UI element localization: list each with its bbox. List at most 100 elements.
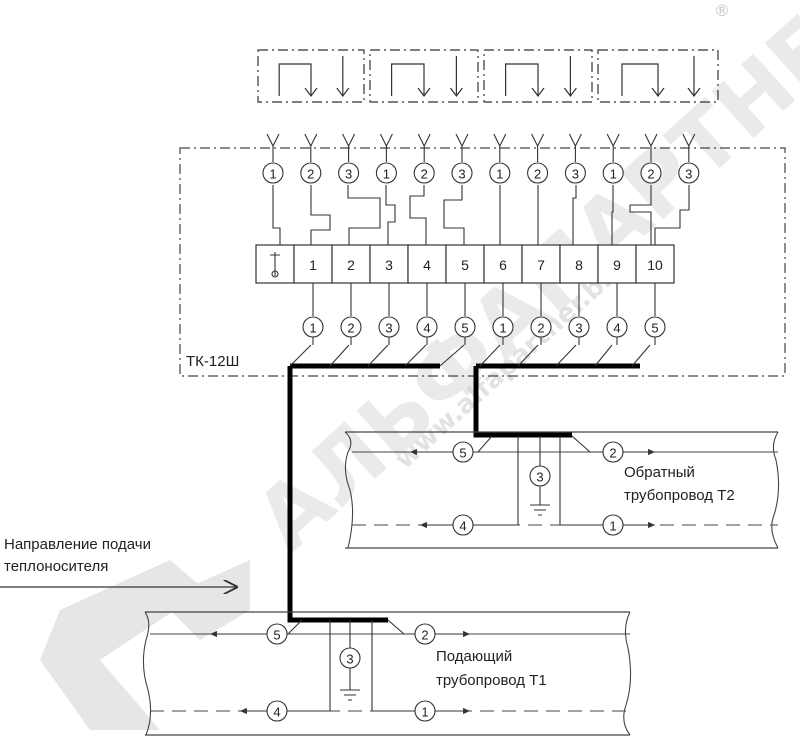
terminal-cell: 7: [521, 244, 561, 284]
svg-text:3: 3: [346, 652, 353, 667]
pipe-return-wire-5: 5: [452, 441, 474, 463]
top-connector: 3: [451, 133, 473, 184]
bottom-connector: 2: [530, 283, 552, 345]
bottom-connector: 4: [416, 283, 438, 345]
terminal-cell: 1: [293, 244, 333, 284]
pipe-return-wire-1: 1: [602, 514, 624, 536]
svg-text:4: 4: [273, 705, 280, 720]
svg-text:2: 2: [534, 167, 541, 182]
internal-wiring-top: [272, 185, 690, 245]
cable-fanout: [289, 344, 651, 367]
pipe-supply-wire-1: 1: [414, 700, 436, 722]
pipe-return-wire-3: 3: [529, 465, 551, 487]
terminal-cell: 5: [445, 244, 485, 284]
pipe-return-t2: 5 2 3 4 1 Обратный трубопровод Т2: [344, 431, 780, 549]
top-connector: 3: [678, 133, 700, 184]
box-label: ТК-12Ш: [186, 353, 239, 370]
bottom-connector: 5: [644, 283, 666, 345]
top-connector-circle: 2: [640, 162, 662, 184]
bottom-connector-circle: 4: [416, 316, 438, 338]
terminal-label: 6: [499, 257, 507, 273]
bottom-connector: 4: [606, 283, 628, 345]
terminal-cell: 2: [331, 244, 371, 284]
relay-modules: [257, 49, 719, 103]
top-connector: 2: [300, 133, 322, 184]
svg-text:4: 4: [613, 321, 620, 336]
pipe-return-label-2: трубопровод Т2: [624, 487, 735, 504]
svg-text:1: 1: [609, 519, 616, 534]
svg-text:1: 1: [269, 167, 276, 182]
bottom-connector-circle: 5: [454, 316, 476, 338]
svg-text:2: 2: [421, 628, 428, 643]
top-connector-circle: 3: [564, 162, 586, 184]
pipe-return-wire-2: 2: [602, 441, 624, 463]
relay-module-4: [597, 49, 719, 103]
terminal-label: 5: [461, 257, 469, 273]
svg-text:4: 4: [423, 321, 430, 336]
top-connector-circle: 2: [413, 162, 435, 184]
svg-text:5: 5: [459, 446, 466, 461]
top-connector: 1: [375, 133, 397, 184]
svg-text:2: 2: [307, 167, 314, 182]
watermark-main: АЛЬФАПАРТНЕР: [237, 0, 800, 571]
pipe-supply-wire-2: 2: [414, 623, 436, 645]
relay-module-3: [483, 49, 593, 103]
svg-text:2: 2: [609, 446, 616, 461]
terminal-label: 4: [423, 257, 431, 273]
terminal-label: 1: [309, 257, 317, 273]
terminal-label: 2: [347, 257, 355, 273]
bottom-connector-circle: 3: [568, 316, 590, 338]
bottom-connector: 1: [302, 283, 324, 345]
pipe-supply-wire-5: 5: [266, 623, 288, 645]
top-connector-circle: 3: [338, 162, 360, 184]
terminal-label: 3: [385, 257, 393, 273]
terminal-cell: 6: [483, 244, 523, 284]
svg-text:1: 1: [383, 167, 390, 182]
svg-text:4: 4: [459, 519, 466, 534]
svg-text:3: 3: [575, 321, 582, 336]
top-connector: 2: [527, 133, 549, 184]
terminal-cell: 4: [407, 244, 447, 284]
bottom-connector-circle: 3: [378, 316, 400, 338]
terminal-label: 7: [537, 257, 545, 273]
top-connector-circle: 1: [262, 162, 284, 184]
flow-label-2: теплоносителя: [4, 558, 108, 575]
bottom-connector-circle: 1: [492, 316, 514, 338]
top-connector: 3: [338, 133, 360, 184]
terminal-label: 8: [575, 257, 583, 273]
bottom-connector: 3: [378, 283, 400, 345]
pipe-supply-label-2: трубопровод Т1: [436, 672, 547, 689]
bottom-connector-circle: 5: [644, 316, 666, 338]
terminal-label: 9: [613, 257, 621, 273]
top-connector-circle: 2: [300, 162, 322, 184]
svg-text:5: 5: [651, 321, 658, 336]
terminal-cell: 8: [559, 244, 599, 284]
top-connector-circle: 3: [678, 162, 700, 184]
svg-text:2: 2: [421, 167, 428, 182]
svg-text:3: 3: [536, 470, 543, 485]
bottom-connector-circle: 1: [302, 316, 324, 338]
top-connector-circle: 3: [451, 162, 473, 184]
relay-module-2: [369, 49, 479, 103]
top-connector-circle: 1: [375, 162, 397, 184]
bottom-connector-circle: 2: [340, 316, 362, 338]
svg-text:3: 3: [685, 167, 692, 182]
svg-text:3: 3: [385, 321, 392, 336]
top-connector-circle: 2: [527, 162, 549, 184]
svg-text:2: 2: [537, 321, 544, 336]
pipe-return-label-1: Обратный: [624, 464, 695, 481]
fuse-cell: [255, 244, 295, 284]
terminal-cell: 9: [597, 244, 637, 284]
svg-text:3: 3: [572, 167, 579, 182]
junction-box: ТК-12Ш: [179, 147, 786, 377]
flow-direction: Направление подачи теплоносителя: [0, 536, 238, 587]
cables: [287, 363, 640, 623]
bottom-connector-circle: 4: [606, 316, 628, 338]
terminal-cell: 3: [369, 244, 409, 284]
top-connector: 1: [262, 133, 284, 184]
svg-text:1: 1: [610, 167, 617, 182]
